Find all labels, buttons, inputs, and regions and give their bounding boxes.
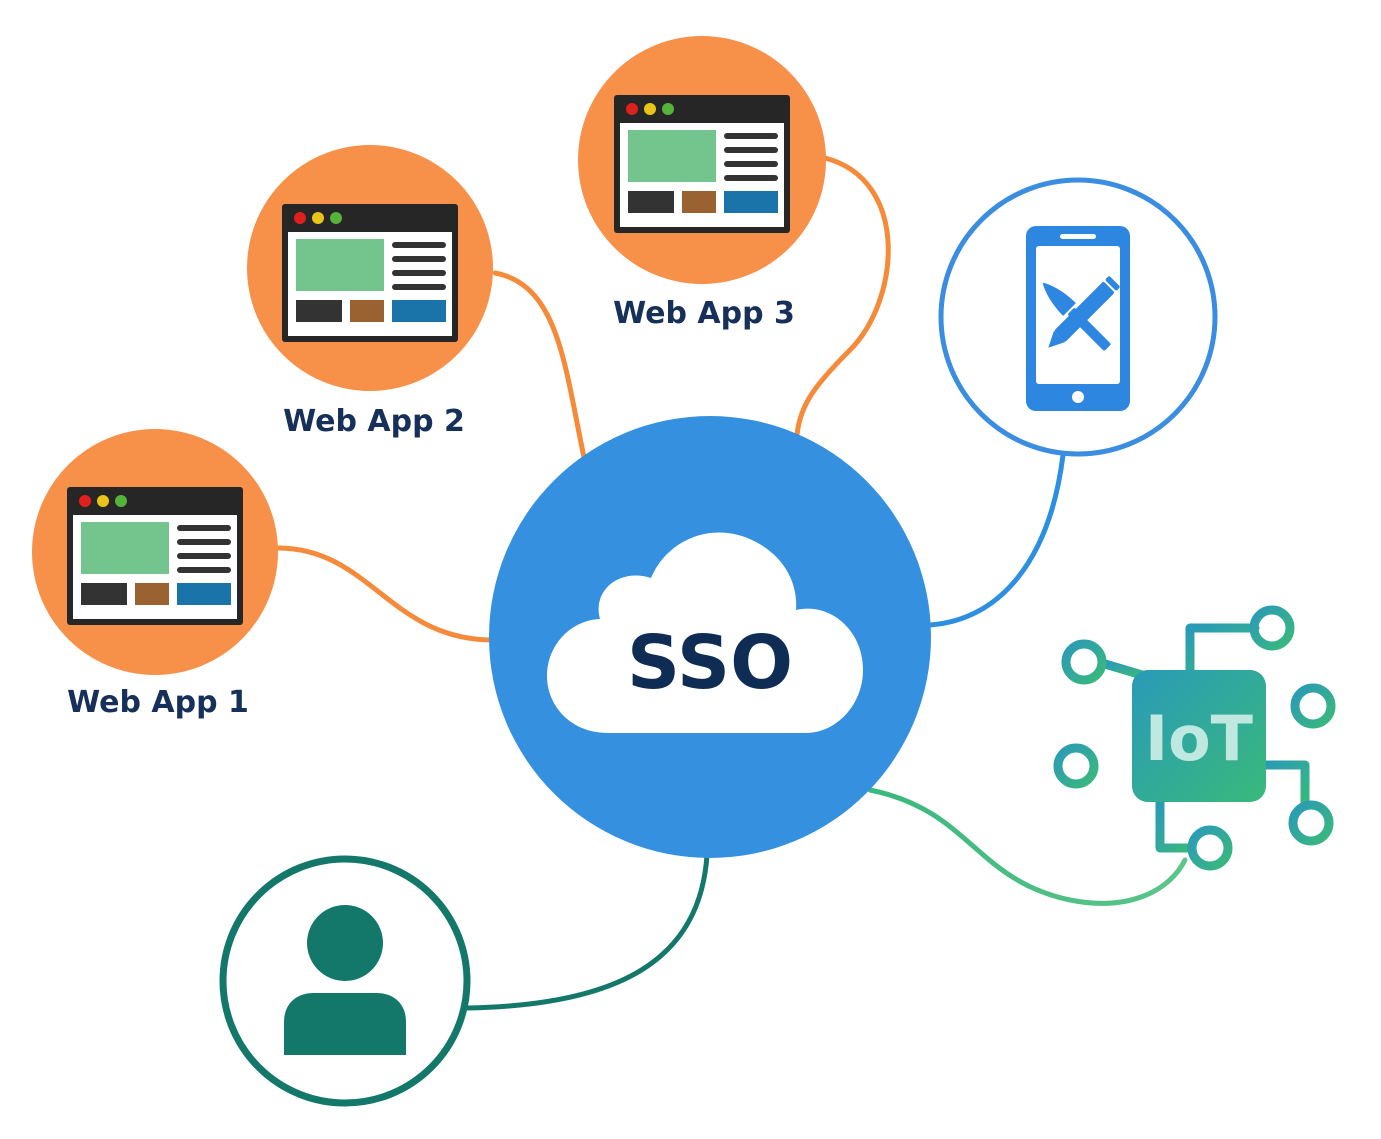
- mobile-device[interactable]: [938, 177, 1218, 457]
- sso-hub: SSO: [489, 416, 931, 858]
- browser-window-icon: [614, 95, 790, 233]
- smartphone-tools-icon: [1026, 226, 1130, 411]
- connector-web-app-3: [794, 155, 891, 438]
- web-app-2[interactable]: Web App 2: [247, 145, 493, 439]
- iot-label: IoT: [1145, 702, 1253, 775]
- cloud-icon: [547, 532, 863, 733]
- web-app-3[interactable]: Web App 3: [578, 36, 826, 331]
- iot-device[interactable]: IoT: [1053, 605, 1336, 871]
- sso-label: SSO: [627, 620, 793, 706]
- web-app-1[interactable]: Web App 1: [32, 429, 278, 720]
- web-app-2-label: Web App 2: [283, 404, 465, 439]
- user-icon: [284, 905, 406, 1055]
- connector-iot: [867, 787, 1188, 906]
- circuit-chip-icon: [1053, 605, 1336, 871]
- connector-web-app-2: [492, 270, 588, 465]
- iot-chip-body: [1132, 670, 1266, 802]
- connector-mobile: [927, 452, 1066, 628]
- connector-web-app-1: [275, 545, 496, 643]
- web-app-3-label: Web App 3: [613, 296, 795, 331]
- user[interactable]: [219, 855, 471, 1107]
- connector-user: [465, 852, 710, 1011]
- browser-window-icon: [282, 204, 458, 342]
- web-app-1-label: Web App 1: [67, 685, 249, 720]
- browser-window-icon: [67, 487, 243, 625]
- connectors: [275, 155, 1188, 1011]
